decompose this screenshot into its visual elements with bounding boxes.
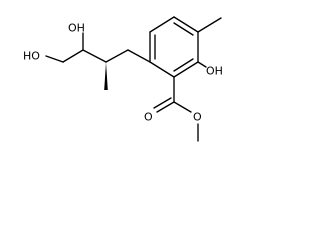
label-hydroxyl-upper: OH [68,22,85,35]
bond-ch2-to-ch2-aryl [127,49,151,63]
bond-aryl-methyl [197,17,222,33]
chemical-structure: OH HO OH O O [23,16,223,142]
bond-aryl-to-phenol-oh [197,61,207,68]
bond-chme-to-ch2 [105,49,129,63]
ring-bond-c3-c4 [173,16,199,33]
ring-double-bond-inner-c3-c4 [173,22,194,36]
bond-terminal-ch2-to-ho [45,55,64,63]
ring-bond-c2-c3 [149,16,175,33]
label-ester-carbonyl-o: O [144,111,153,124]
bond-ester-carbon-to-ether-o [173,101,192,113]
bond-ch2-to-choh [62,49,84,63]
atom-labels: OH HO OH O O [23,22,223,124]
ester-carbonyl-bond-a [156,101,175,113]
ring-bond-c5-c6 [173,61,199,78]
side-chain [45,32,151,90]
ring-bond-c6-c1 [149,61,175,78]
label-hydroxyl-terminal: HO [23,50,40,63]
ester-carbonyl-bond-b [153,97,172,109]
ring-substituents [153,17,222,142]
ring-double-bond-inner-c5-c6 [173,58,194,72]
benzene-ring [149,16,199,78]
label-phenol-oh: OH [206,65,223,78]
label-ester-ether-o: O [193,111,202,124]
bond-choh-to-chme [82,49,107,63]
stereo-wedge-bond-methyl [104,62,108,90]
